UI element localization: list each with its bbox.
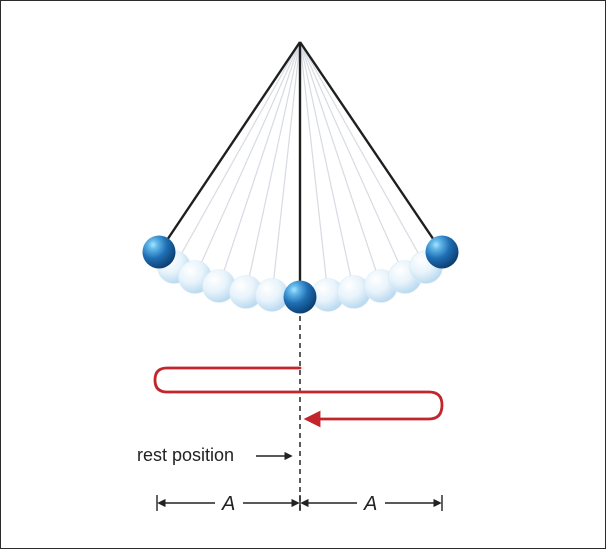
right-amplitude-label: A	[363, 493, 377, 515]
intermediate-string-9	[300, 42, 405, 277]
ghost-ball-5	[256, 279, 289, 312]
left-extreme-string	[159, 42, 300, 252]
intermediate-string-2	[195, 42, 300, 277]
rest-position-ball	[284, 281, 317, 314]
right-extreme-ball	[426, 236, 459, 269]
intermediate-string-5	[272, 42, 300, 295]
intermediate-string-4	[246, 42, 300, 292]
left-amplitude-label: A	[221, 493, 235, 515]
right-extreme-string	[300, 42, 442, 252]
left-extreme-ball	[143, 236, 176, 269]
intermediate-string-6	[300, 42, 328, 295]
oscillation-path	[155, 368, 442, 419]
rest-position-label: rest position	[137, 445, 234, 465]
intermediate-string-7	[300, 42, 354, 292]
